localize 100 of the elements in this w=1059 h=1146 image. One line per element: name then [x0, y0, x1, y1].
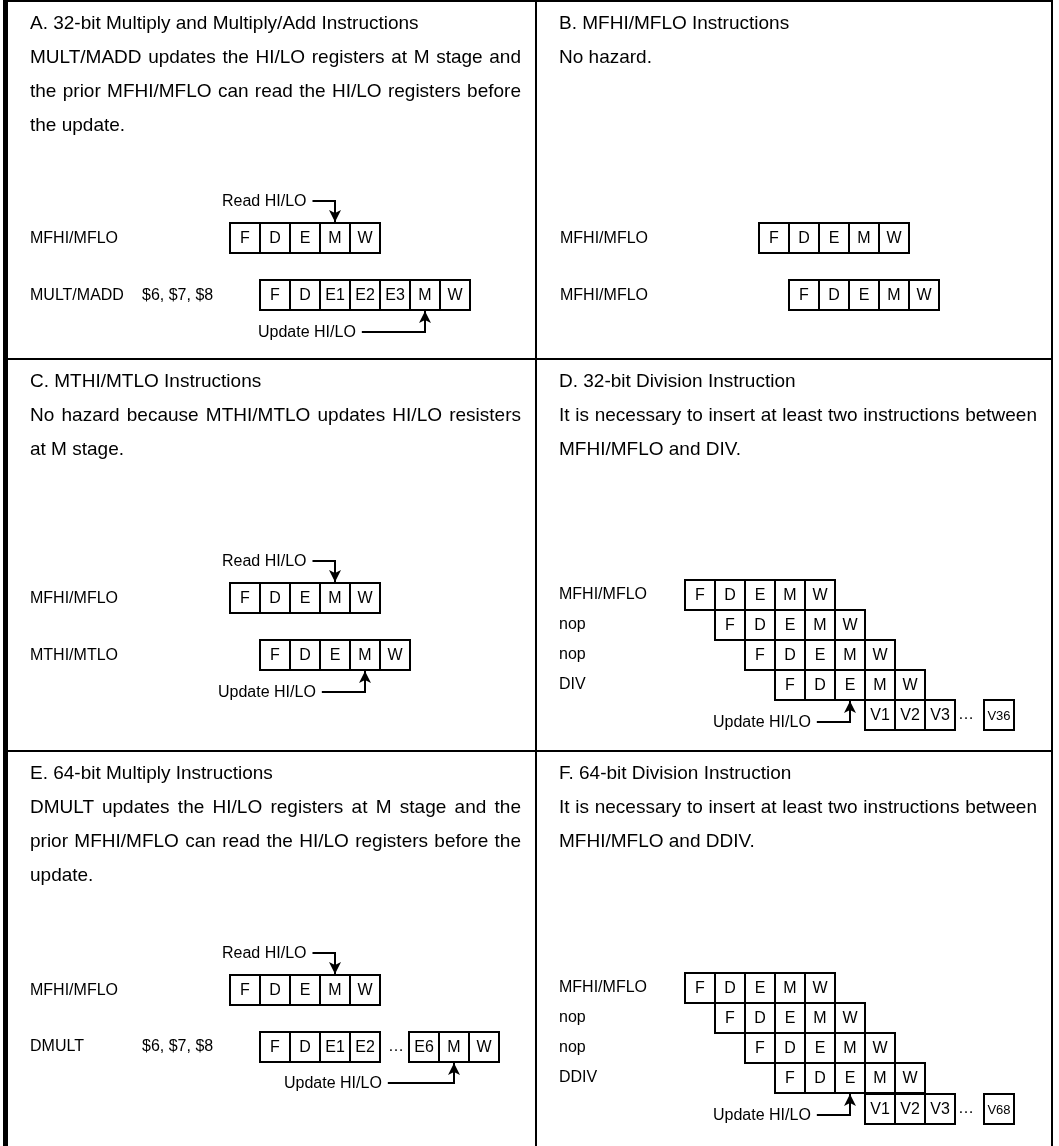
pipeline-stage: F [684, 579, 716, 611]
pipeline-stage: E [848, 279, 880, 311]
pipeline-stage: F [744, 639, 776, 671]
pipeline-stage: E3 [379, 279, 411, 311]
instruction-label: MULT/MADD [30, 286, 124, 304]
panel [8, 360, 537, 752]
pipeline-stage: E6 [408, 1031, 440, 1063]
pipeline-stage: F [684, 972, 716, 1004]
pipeline-stage: E [289, 974, 321, 1006]
ellipsis: … [958, 705, 974, 723]
arrow [320, 670, 371, 693]
pipeline-stage: F [259, 1031, 291, 1063]
pipeline-stage: V2 [894, 1093, 926, 1125]
instruction-label: nop [559, 1008, 586, 1026]
annotation-text: Read HI/LO [222, 944, 307, 962]
arrow [815, 1093, 856, 1116]
pipeline-stage: V3 [924, 1093, 956, 1125]
pipeline-stage: E1 [319, 1031, 351, 1063]
ellipsis: … [958, 1099, 974, 1117]
arrow [311, 200, 341, 223]
pipeline-stage: V36 [983, 699, 1015, 731]
panel-description: DMULT updates the HI/LO registers at M stage and the prior MFHI/MFLO can read the HI/LO registers before the update. [30, 795, 521, 887]
pipeline-stage: W [834, 1002, 866, 1034]
annotation-text: Update HI/LO [218, 683, 316, 701]
operand-list: $6, $7, $8 [142, 1037, 214, 1055]
pipeline-stage: W [349, 582, 381, 614]
pipeline-stage: M [319, 974, 351, 1006]
instruction-label: DMULT [30, 1037, 84, 1055]
panel-description: MULT/MADD updates the HI/LO registers at M stage and the prior MFHI/MFLO can read the HI/LO registers before the update. [30, 45, 521, 137]
pipeline-stage: E [818, 222, 850, 254]
pipeline-stage: W [439, 279, 471, 311]
pipeline-stage: F [744, 1032, 776, 1064]
pipeline-stage: F [229, 222, 261, 254]
pipeline-stage: F [229, 974, 261, 1006]
annotation-text: Update HI/LO [284, 1074, 382, 1092]
annotation-text: Read HI/LO [222, 192, 307, 210]
ellipsis: … [388, 1037, 404, 1055]
pipeline-stage: D [289, 279, 321, 311]
panel-description: It is necessary to insert at least two instructions between MFHI/MFLO and DIV. [559, 403, 1037, 461]
instruction-label: DIV [559, 675, 586, 693]
panel-heading: B. MFHI/MFLO Instructions [559, 11, 790, 35]
instruction-label: MFHI/MFLO [30, 229, 118, 247]
pipeline-stage: W [908, 279, 940, 311]
pipeline-stage: W [468, 1031, 500, 1063]
instruction-label: nop [559, 645, 586, 663]
pipeline-stage: M [848, 222, 880, 254]
pipeline-stage: F [758, 222, 790, 254]
instruction-label: MFHI/MFLO [559, 978, 647, 996]
arrow [386, 1062, 460, 1084]
pipeline-stage: D [788, 222, 820, 254]
pipeline-stage: W [804, 972, 836, 1004]
arrow [360, 310, 431, 333]
pipeline-stage: F [714, 1002, 746, 1034]
pipeline-stage: D [289, 639, 321, 671]
panel [8, 2, 537, 360]
pipeline-stage: W [894, 669, 926, 701]
pipeline-stage: E2 [349, 1031, 381, 1063]
pipeline-stage: M [349, 639, 381, 671]
pipeline-stage: E2 [349, 279, 381, 311]
pipeline-stage: D [259, 974, 291, 1006]
pipeline-stage: W [379, 639, 411, 671]
pipeline-stage: W [894, 1062, 926, 1094]
pipeline-stage: D [259, 222, 291, 254]
pipeline-stage: M [878, 279, 910, 311]
panel-heading: C. MTHI/MTLO Instructions [30, 369, 262, 393]
instruction-label: DDIV [559, 1068, 598, 1086]
instruction-label: MFHI/MFLO [560, 229, 648, 247]
panel-heading: F. 64-bit Division Instruction [559, 761, 792, 785]
panel-description: No hazard because MTHI/MTLO updates HI/LO resisters at M stage. [30, 403, 521, 461]
instruction-label: nop [559, 615, 586, 633]
panel-heading: A. 32-bit Multiply and Multiply/Add Instructions [30, 11, 419, 35]
pipeline-stage: D [259, 582, 291, 614]
annotation-text: Update HI/LO [713, 713, 811, 731]
pipeline-stage: W [878, 222, 910, 254]
pipeline-stage: W [864, 1032, 896, 1064]
arrow [311, 952, 341, 975]
pipeline-stage: E [289, 582, 321, 614]
pipeline-stage: E1 [319, 279, 351, 311]
pipeline-stage: V1 [864, 699, 896, 731]
instruction-label: nop [559, 1038, 586, 1056]
arrow [311, 560, 341, 583]
annotation-text: Update HI/LO [713, 1106, 811, 1124]
pipeline-stage: E [289, 222, 321, 254]
annotation-text: Read HI/LO [222, 552, 307, 570]
pipeline-stage: F [259, 639, 291, 671]
pipeline-stage: M [438, 1031, 470, 1063]
pipeline-stage: E [319, 639, 351, 671]
instruction-label: MFHI/MFLO [559, 585, 647, 603]
pipeline-stage: V3 [924, 699, 956, 731]
pipeline-stage: W [349, 222, 381, 254]
pipeline-stage: M [319, 222, 351, 254]
pipeline-stage: F [229, 582, 261, 614]
pipeline-stage: W [864, 639, 896, 671]
panel-description: No hazard. [559, 45, 653, 69]
pipeline-stage: D [289, 1031, 321, 1063]
pipeline-stage: V1 [864, 1093, 896, 1125]
pipeline-stage: W [804, 579, 836, 611]
operand-list: $6, $7, $8 [142, 286, 214, 304]
arrow [815, 700, 856, 723]
instruction-label: MFHI/MFLO [30, 589, 118, 607]
